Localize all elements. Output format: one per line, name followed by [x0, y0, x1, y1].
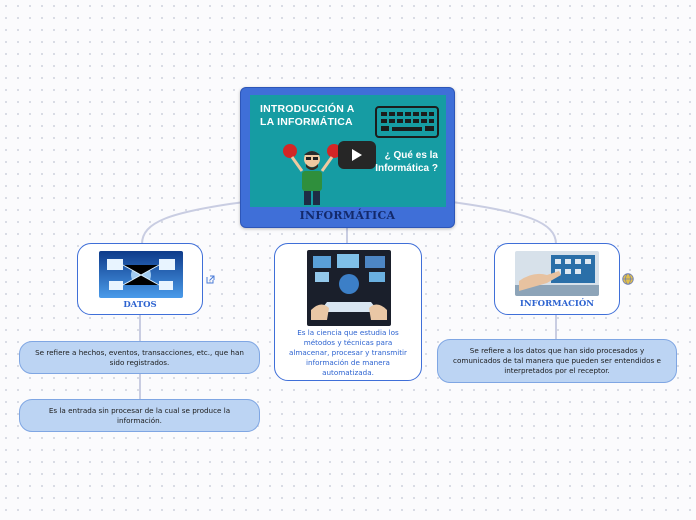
subtopic-datos-hechos[interactable]: Se refiere a hechos, eventos, transaccio…: [19, 341, 260, 374]
root-topic-informatica[interactable]: INTRODUCCIÓN A LA INFORMÁTICA: [240, 87, 455, 228]
subtopic-datos-entrada[interactable]: Es la entrada sin procesar de la cual se…: [19, 399, 260, 432]
topic-definicion[interactable]: Es la ciencia que estudia los métodos y …: [274, 243, 422, 381]
connector-root-informacion: [451, 201, 557, 245]
topic-datos[interactable]: DATOS: [77, 243, 203, 315]
keyboard-icon: [375, 106, 439, 138]
topic-informacion-label: INFORMACIÓN: [519, 299, 595, 309]
video-thumbnail[interactable]: INTRODUCCIÓN A LA INFORMÁTICA: [250, 95, 446, 207]
topic-informacion[interactable]: INFORMACIÓN: [494, 243, 620, 315]
tablet-hands-image: [307, 250, 391, 326]
globe-icon[interactable]: [622, 273, 634, 285]
informacion-image: [515, 251, 599, 296]
root-topic-label: INFORMÁTICA: [299, 209, 396, 222]
external-link-icon[interactable]: [206, 275, 215, 284]
video-question: ¿ Qué es la Informática ?: [375, 150, 438, 174]
datos-image: [99, 251, 183, 298]
connector-root-datos: [141, 201, 245, 245]
play-button[interactable]: [338, 141, 376, 169]
subtopic-informacion-datos[interactable]: Se refiere a los datos que han sido proc…: [437, 339, 677, 383]
topic-datos-label: DATOS: [123, 300, 157, 310]
network-devices-image: [99, 251, 183, 298]
touchscreen-image: [515, 251, 599, 296]
play-icon: [352, 149, 362, 161]
topic-definicion-text: Es la ciencia que estudia los métodos y …: [289, 328, 407, 377]
video-title: INTRODUCCIÓN A LA INFORMÁTICA: [260, 103, 355, 128]
definicion-image: [307, 250, 391, 326]
boxer-person-icon: [283, 144, 341, 205]
